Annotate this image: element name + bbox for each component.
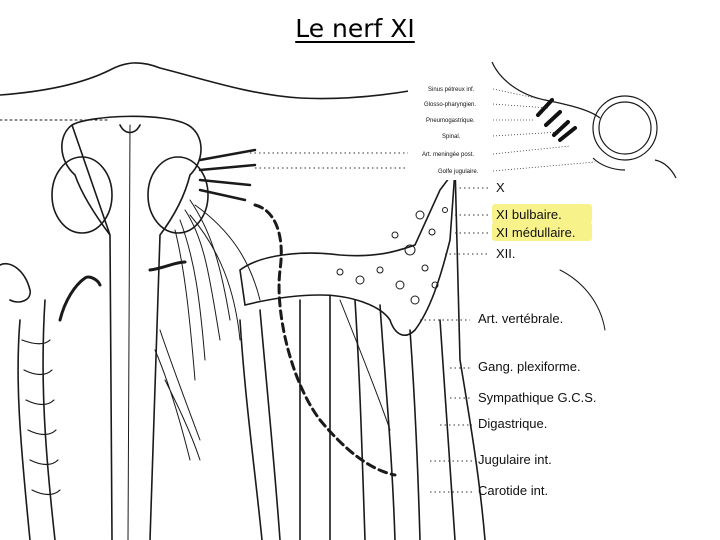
inset-label-glosso: Glosso-pharyngien. (424, 102, 476, 108)
inset-label-art-meningee: Art. meningée post. (422, 152, 474, 158)
nerve-rootlets (154, 148, 261, 461)
label-digastrique: Digastrique. (478, 416, 547, 431)
inset-label-pneumo: Pneumogastrique. (426, 118, 475, 124)
carotid-artery (354, 299, 396, 540)
label-sympathique: Sympathique G.C.S. (478, 390, 597, 405)
inset-jugular-foramen: Sinus pétreux inf. Glosso-pharyngien. Pn… (408, 58, 680, 180)
vertebral-artery-right (148, 260, 187, 272)
olive-left (51, 156, 113, 234)
label-x: X (496, 180, 505, 195)
jugular-bulb (592, 95, 658, 161)
label-gang-plexiforme: Gang. plexiforme. (478, 359, 581, 374)
inset-label-golfe: Golfe jugulaire. (438, 169, 479, 175)
inset-label-sinus: Sinus pétreux inf. (428, 87, 475, 93)
label-carotide: Carotide int. (478, 483, 548, 498)
jugular-vein (299, 294, 331, 540)
olive-right (147, 156, 209, 234)
slide-title: Le nerf XI (295, 14, 415, 43)
inset-label-spinal: Spinal. (442, 134, 461, 140)
highlight-xi-medullaire (492, 222, 592, 241)
skull-outline (0, 62, 416, 100)
label-art-vertebrale: Art. vertébrale. (478, 311, 563, 326)
leader-lines (250, 152, 488, 493)
label-xi-bulbaire: XI bulbaire. (496, 207, 562, 222)
inset-nerve-stubs (536, 98, 577, 142)
petrous-bone (239, 167, 456, 336)
bone-texture (336, 207, 448, 305)
medulla (61, 115, 202, 540)
vertebral-artery-left (58, 275, 102, 322)
label-xii: XII. (496, 246, 516, 261)
label-xi-medullaire: XI médullaire. (496, 225, 575, 240)
spinal-column-left (17, 299, 56, 540)
highlight-xi-bulbaire (492, 204, 592, 223)
xi-nerve-dashed (253, 203, 397, 477)
label-jugulaire: Jugulaire int. (478, 452, 552, 467)
anatomical-figure: X XI bulbaire. XI médullaire. XII. Art. … (0, 58, 680, 540)
